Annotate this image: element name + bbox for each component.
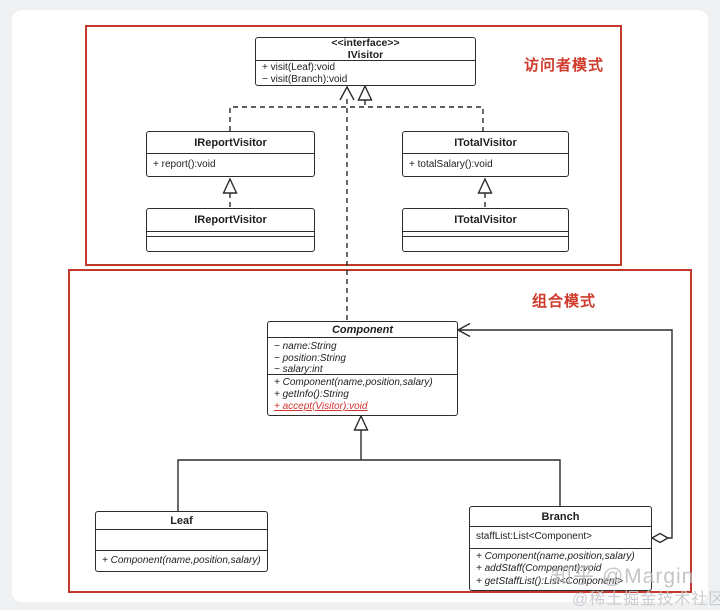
ivisitor-stereotype: <<interface>> [331,37,400,49]
branch-method: + Component(name,position,salary) [476,550,635,562]
visitor-pattern-label: 访问者模式 [524,57,605,74]
visitor-pattern-group-frame [85,25,622,266]
class-box-leaf: Leaf + Component(name,position,salary) [95,511,268,572]
ivisitor-method: − visit(Branch):void [262,74,348,85]
component-attribute: − name:String [274,341,337,352]
branch-method: + addStaff(Component):void [476,563,602,574]
ivisitor-name: IVisitor [347,49,384,61]
class-box-itotalvisitor: ITotalVisitor + totalSalary():void [402,131,569,177]
composite-pattern-label: 组合模式 [532,293,597,310]
component-method: + Component(name,position,salary) [274,377,433,388]
branch-name: Branch [470,507,651,528]
leaf-name: Leaf [96,512,267,530]
watermark-zhihu-margin: 知乎 @Margin [551,565,695,588]
component-attribute: − position:String [274,352,346,364]
composite-pattern-group-frame [68,269,692,593]
ireportvisitor-impl-name: IReportVisitor [147,209,314,232]
leaf-method: + Component(name,position,salary) [102,555,261,566]
class-box-ivisitor: <<interface>> IVisitor + visit(Leaf):voi… [255,37,476,86]
itotalvisitor-impl-name: ITotalVisitor [403,209,568,232]
ivisitor-method: + visit(Leaf):void [262,62,336,73]
ireportvisitor-name: IReportVisitor [147,132,314,154]
class-box-branch: Branch staffList:List<Component> + Compo… [469,506,652,591]
class-box-itotalvisitor-impl: ITotalVisitor [402,208,569,252]
class-box-ireportvisitor-impl: IReportVisitor [146,208,315,252]
class-box-ireportvisitor: IReportVisitor + report():void [146,131,315,177]
watermark-juejin-community: @稀土掘金技术社区 [572,591,720,608]
component-method: + getInfo():String [274,389,349,400]
itotalvisitor-method: + totalSalary():void [409,159,493,170]
itotalvisitor-name: ITotalVisitor [403,132,568,154]
branch-attribute: staffList:List<Component> [476,531,592,543]
branch-method: + getStaffList():List<Component> [476,575,624,587]
component-accept-method: + accept(Visitor):void [274,401,368,412]
ireportvisitor-method: + report():void [153,159,216,170]
class-box-component: Component − name:String − position:Strin… [267,321,458,416]
component-name: Component [268,322,457,338]
component-attribute: − salary:int [274,364,323,375]
